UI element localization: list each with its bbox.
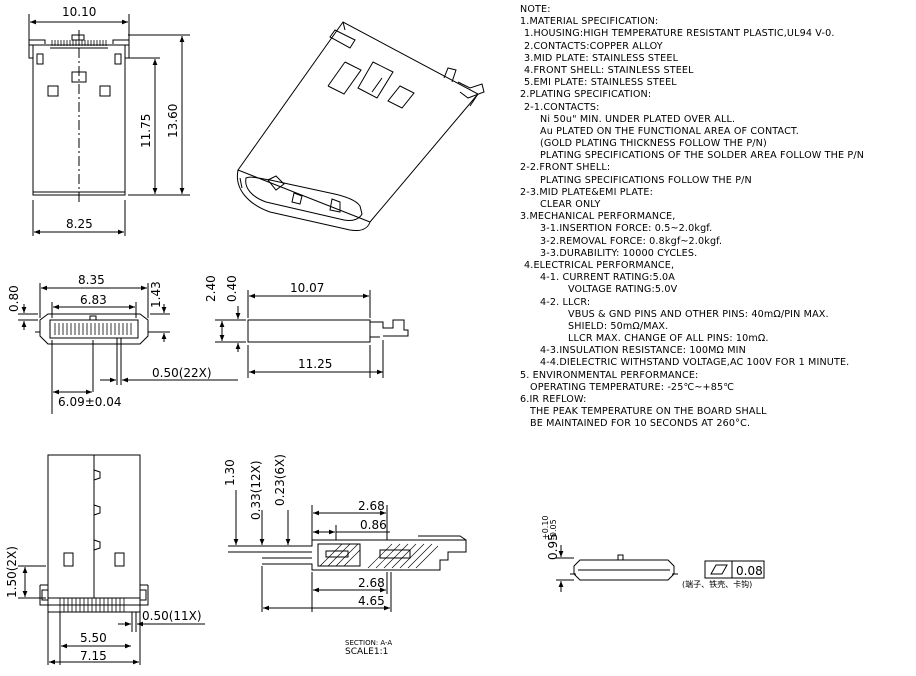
note-line: 4-2. LLCR: xyxy=(540,296,591,308)
top-view xyxy=(28,14,190,236)
isometric-view xyxy=(236,21,485,231)
note-line: 2.PLATING SPECIFICATION: xyxy=(520,89,652,101)
note-line: THE PEAK TEMPERATURE ON THE BOARD SHALL xyxy=(530,406,767,418)
section-view xyxy=(228,490,467,612)
dim-bottom-pitch: 0.50(11X) xyxy=(142,609,202,623)
note-line: 5. ENVIRONMENTAL PERFORMANCE: xyxy=(520,369,699,381)
dim-section-v1: 1.30 xyxy=(223,459,237,486)
note-line: 2-2.FRONT SHELL: xyxy=(520,162,611,174)
section-scale: SCALE1:1 xyxy=(345,647,388,657)
note-line: 6.IR REFLOW: xyxy=(520,394,587,405)
note-line: 4-1. CURRENT RATING:5.0A xyxy=(540,272,676,284)
note-line: 2-3.MID PLATE&EMI PLATE: xyxy=(520,186,653,198)
note-line: Au PLATED ON THE FUNCTIONAL AREA OF CONT… xyxy=(540,125,800,137)
dim-front-height-a: 0.80 xyxy=(7,285,21,312)
note-line: 4.FRONT SHELL: STAINLESS STEEL xyxy=(524,64,694,76)
note-line: 3-1.INSERTION FORCE: 0.5~2.0kgf. xyxy=(540,223,713,235)
note-line: 3.MECHANICAL PERFORMANCE, xyxy=(520,211,676,223)
note-line: NOTE: xyxy=(520,4,551,15)
note-line: VBUS & GND PINS AND OTHER PINS: 40mΩ/PIN… xyxy=(568,308,829,320)
note-line: 4-3.INSULATION RESISTANCE: 100MΩ MIN xyxy=(540,345,746,357)
note-line: 4.ELECTRICAL PERFORMANCE, xyxy=(524,259,675,271)
dim-side-len-b: 11.25 xyxy=(298,357,332,371)
dim-bottom-h: 1.50(2X) xyxy=(5,546,19,598)
note-line: (GOLD PLATING THICKNESS FOLLOW THE P/N) xyxy=(540,138,767,150)
note-line: CLEAR ONLY xyxy=(540,199,601,210)
dim-flatness-value: 0.08 xyxy=(736,564,763,578)
dim-section-v3: 0.23(6X) xyxy=(273,454,287,506)
dim-bottom-w-b: 7.15 xyxy=(80,649,107,663)
note-line: BE MAINTAINED FOR 10 SECONDS AT 260°C. xyxy=(530,418,751,430)
dim-top-height-2: 13.60 xyxy=(166,104,180,138)
dim-side-height-b: 0.40 xyxy=(225,275,239,302)
dim-front-width-outer: 8.35 xyxy=(78,273,105,287)
note-line: 3-3.DURABILITY: 10000 CYCLES. xyxy=(540,247,698,259)
note-line: SHIELD: 50mΩ/MAX. xyxy=(568,320,669,332)
dim-front-offset: 6.09±0.04 xyxy=(58,395,122,409)
note-line: 1.HOUSING:HIGH TEMPERATURE RESISTANT PLA… xyxy=(524,28,835,40)
note-line: PLATING SPECIFICATIONS OF THE SOLDER ARE… xyxy=(540,150,865,162)
flatness-detail xyxy=(556,545,765,592)
dim-top-width: 10.10 xyxy=(62,5,96,19)
section-title: SECTION: A-A xyxy=(345,639,392,647)
dim-top-height-1: 11.75 xyxy=(139,114,153,148)
note-line: 2-1.CONTACTS: xyxy=(524,101,600,113)
side-view xyxy=(215,290,409,378)
notes-panel: NOTE:1.MATERIAL SPECIFICATION:1.HOUSING:… xyxy=(520,4,916,431)
front-view xyxy=(18,283,238,414)
dim-bottom-w-a: 5.50 xyxy=(80,631,107,645)
dim-section-d: 4.65 xyxy=(358,594,385,608)
note-line: 5.EMI PLATE: STAINLESS STEEL xyxy=(524,77,677,89)
dim-section-v2: 0.33(12X) xyxy=(249,460,263,520)
dimension-labels: 10.10 8.25 11.75 13.60 8.35 6.83 0.50(22… xyxy=(5,5,763,663)
dim-section-b: 0.86 xyxy=(360,518,387,532)
dim-front-height-b: 1.43 xyxy=(149,281,163,308)
dim-side-len-a: 10.07 xyxy=(290,281,324,295)
bottom-view xyxy=(18,454,205,665)
note-line: Ni 50u" MIN. UNDER PLATED OVER ALL. xyxy=(540,113,736,125)
note-line: 4-4.DIELECTRIC WITHSTAND VOLTAGE,AC 100V… xyxy=(540,357,850,369)
dim-side-height-a: 2.40 xyxy=(204,275,218,302)
dim-section-c: 2.68 xyxy=(358,576,385,590)
dim-top-bottom-width: 8.25 xyxy=(66,217,93,231)
dim-section-a: 2.68 xyxy=(358,499,385,513)
dim-front-width-inner: 6.83 xyxy=(80,293,107,307)
dim-flatness-tol: 0.95 xyxy=(546,533,560,560)
note-line: 1.MATERIAL SPECIFICATION: xyxy=(520,16,659,28)
dim-flatness-plus: +0.10 xyxy=(541,515,550,540)
note-line: 3.MID PLATE: STAINLESS STEEL xyxy=(524,52,679,64)
dim-flatness-minus: -0.05 xyxy=(549,519,558,540)
dim-front-pitch: 0.50(22X) xyxy=(152,366,212,380)
note-line: LLCR MAX. CHANGE OF ALL PINS: 10mΩ. xyxy=(568,333,769,345)
dim-flatness-note: (端子、铁壳、卡钩) xyxy=(682,579,752,589)
note-line: PLATING SPECIFICATIONS FOLLOW THE P/N xyxy=(540,174,752,186)
note-line: 3-2.REMOVAL FORCE: 0.8kgf~2.0kgf. xyxy=(540,235,723,247)
note-line: OPERATING TEMPERATURE: -25℃~+85℃ xyxy=(530,381,735,393)
note-line: 2.CONTACTS:COPPER ALLOY xyxy=(524,40,663,52)
note-line: VOLTAGE RATING:5.0V xyxy=(568,284,678,296)
